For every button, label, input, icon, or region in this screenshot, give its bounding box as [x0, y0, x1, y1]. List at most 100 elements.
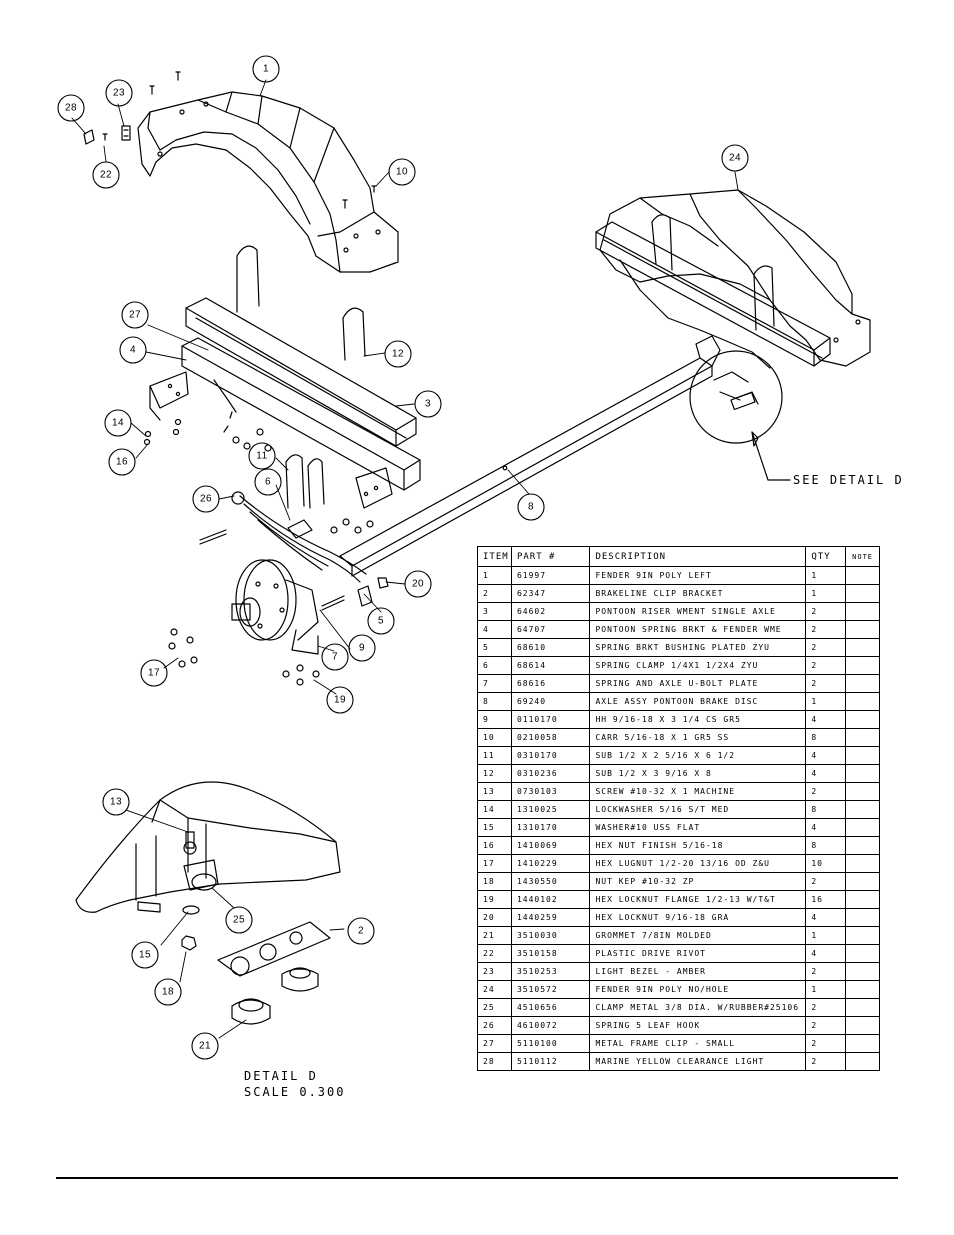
callout-1: 1	[263, 64, 269, 75]
u-bolts-11	[285, 454, 325, 509]
callout-19: 19	[334, 695, 346, 706]
bom-cell-item: 10	[477, 728, 512, 747]
bom-cell-qty: 4	[805, 818, 847, 837]
bom-cell-part: 1440259	[510, 908, 591, 927]
bom-header-qty: QTY	[805, 546, 847, 567]
detail-d-circle	[689, 350, 791, 481]
callout-6: 6	[265, 477, 271, 488]
bom-cell-part: 3510030	[510, 926, 591, 945]
callout-15: 15	[139, 950, 151, 961]
bom-cell-part: 61997	[510, 566, 591, 585]
bom-cell-description: FENDER 9IN POLY NO/HOLE	[589, 980, 807, 999]
bom-cell-description: BRAKELINE CLIP BRACKET	[589, 584, 807, 603]
bom-cell-qty: 2	[805, 1016, 847, 1035]
bom-cell-description: NUT KEP #10-32 ZP	[589, 872, 807, 891]
callout-10: 10	[396, 167, 408, 178]
bom-cell-description: SUB 1/2 X 3 9/16 X 8	[589, 764, 807, 783]
bom-cell-note	[845, 638, 880, 657]
bom-cell-item: 22	[477, 944, 512, 963]
callout-25: 25	[233, 915, 245, 926]
axle-part	[339, 335, 721, 577]
callout-22: 22	[100, 170, 112, 181]
bom-cell-part: 0310236	[510, 764, 591, 783]
bom-cell-note	[845, 782, 880, 801]
bom-cell-note	[845, 566, 880, 585]
bom-cell-note	[845, 764, 880, 783]
callout-balloons	[57, 55, 749, 1060]
bom-cell-qty: 2	[805, 602, 847, 621]
bom-cell-item: 21	[477, 926, 512, 945]
bom-cell-qty: 2	[805, 962, 847, 981]
bom-cell-description: METAL FRAME CLIP - SMALL	[589, 1034, 807, 1053]
spring-bracket-part	[149, 337, 421, 509]
bom-cell-part: 68614	[510, 656, 591, 675]
bom-cell-description: GROMMET 7/8IN MOLDED	[589, 926, 807, 945]
bom-cell-part: 3510158	[510, 944, 591, 963]
bom-cell-qty: 10	[805, 854, 847, 873]
callout-28: 28	[65, 103, 77, 114]
bom-cell-qty: 2	[805, 620, 847, 639]
callout-13: 13	[110, 797, 122, 808]
bom-cell-note	[845, 746, 880, 765]
callout-27: 27	[129, 310, 141, 321]
bom-header-item: ITEM	[477, 546, 512, 567]
bom-cell-qty: 4	[805, 908, 847, 927]
bom-cell-part: 68610	[510, 638, 591, 657]
bom-cell-note	[845, 926, 880, 945]
bom-cell-part: 0730103	[510, 782, 591, 801]
bom-cell-part: 0110170	[510, 710, 591, 729]
bom-cell-description: PLASTIC DRIVE RIVOT	[589, 944, 807, 963]
callout-9: 9	[359, 643, 365, 654]
bom-cell-part: 1430550	[510, 872, 591, 891]
right-rail-assembly	[595, 214, 831, 369]
detail-d-view	[75, 781, 341, 1025]
bom-cell-description: CARR 5/16-18 X 1 GR5 SS	[589, 728, 807, 747]
bom-cell-item: 23	[477, 962, 512, 981]
bom-cell-note	[845, 890, 880, 909]
hub-brake-disc-part	[231, 559, 389, 655]
bom-cell-description: SPRING BRKT BUSHING PLATED ZYU	[589, 638, 807, 657]
bom-cell-part: 5110112	[510, 1052, 591, 1071]
leader-lines	[71, 79, 739, 1039]
bom-cell-item: 3	[477, 602, 512, 621]
bom-cell-item: 9	[477, 710, 512, 729]
bom-cell-description: HEX LUGNUT 1/2-20 13/16 OD Z&U	[589, 854, 807, 873]
bom-cell-qty: 2	[805, 656, 847, 675]
bom-header-description: DESCRIPTION	[589, 546, 807, 567]
pontoon-riser-part	[185, 297, 417, 447]
bom-cell-item: 25	[477, 998, 512, 1017]
bom-cell-qty: 2	[805, 872, 847, 891]
bom-cell-note	[845, 710, 880, 729]
bom-cell-description: CLAMP METAL 3/8 DIA. W/RUBBER#25106	[589, 998, 807, 1017]
bom-cell-qty: 2	[805, 638, 847, 657]
bom-cell-part: 62347	[510, 584, 591, 603]
callout-7: 7	[332, 652, 338, 663]
callout-18: 18	[162, 987, 174, 998]
bom-cell-description: HH 9/16-18 X 3 1/4 CS GR5	[589, 710, 807, 729]
bom-cell-description: FENDER 9IN POLY LEFT	[589, 566, 807, 585]
bom-cell-qty: 1	[805, 926, 847, 945]
bom-cell-qty: 2	[805, 1034, 847, 1053]
callout-20: 20	[412, 579, 424, 590]
bom-cell-item: 13	[477, 782, 512, 801]
bom-cell-qty: 8	[805, 800, 847, 819]
bom-cell-qty: 2	[805, 998, 847, 1017]
bom-cell-part: 5110100	[510, 1034, 591, 1053]
bom-cell-description: MARINE YELLOW CLEARANCE LIGHT	[589, 1052, 807, 1071]
bom-cell-item: 11	[477, 746, 512, 765]
bom-cell-description: SPRING 5 LEAF HOOK	[589, 1016, 807, 1035]
